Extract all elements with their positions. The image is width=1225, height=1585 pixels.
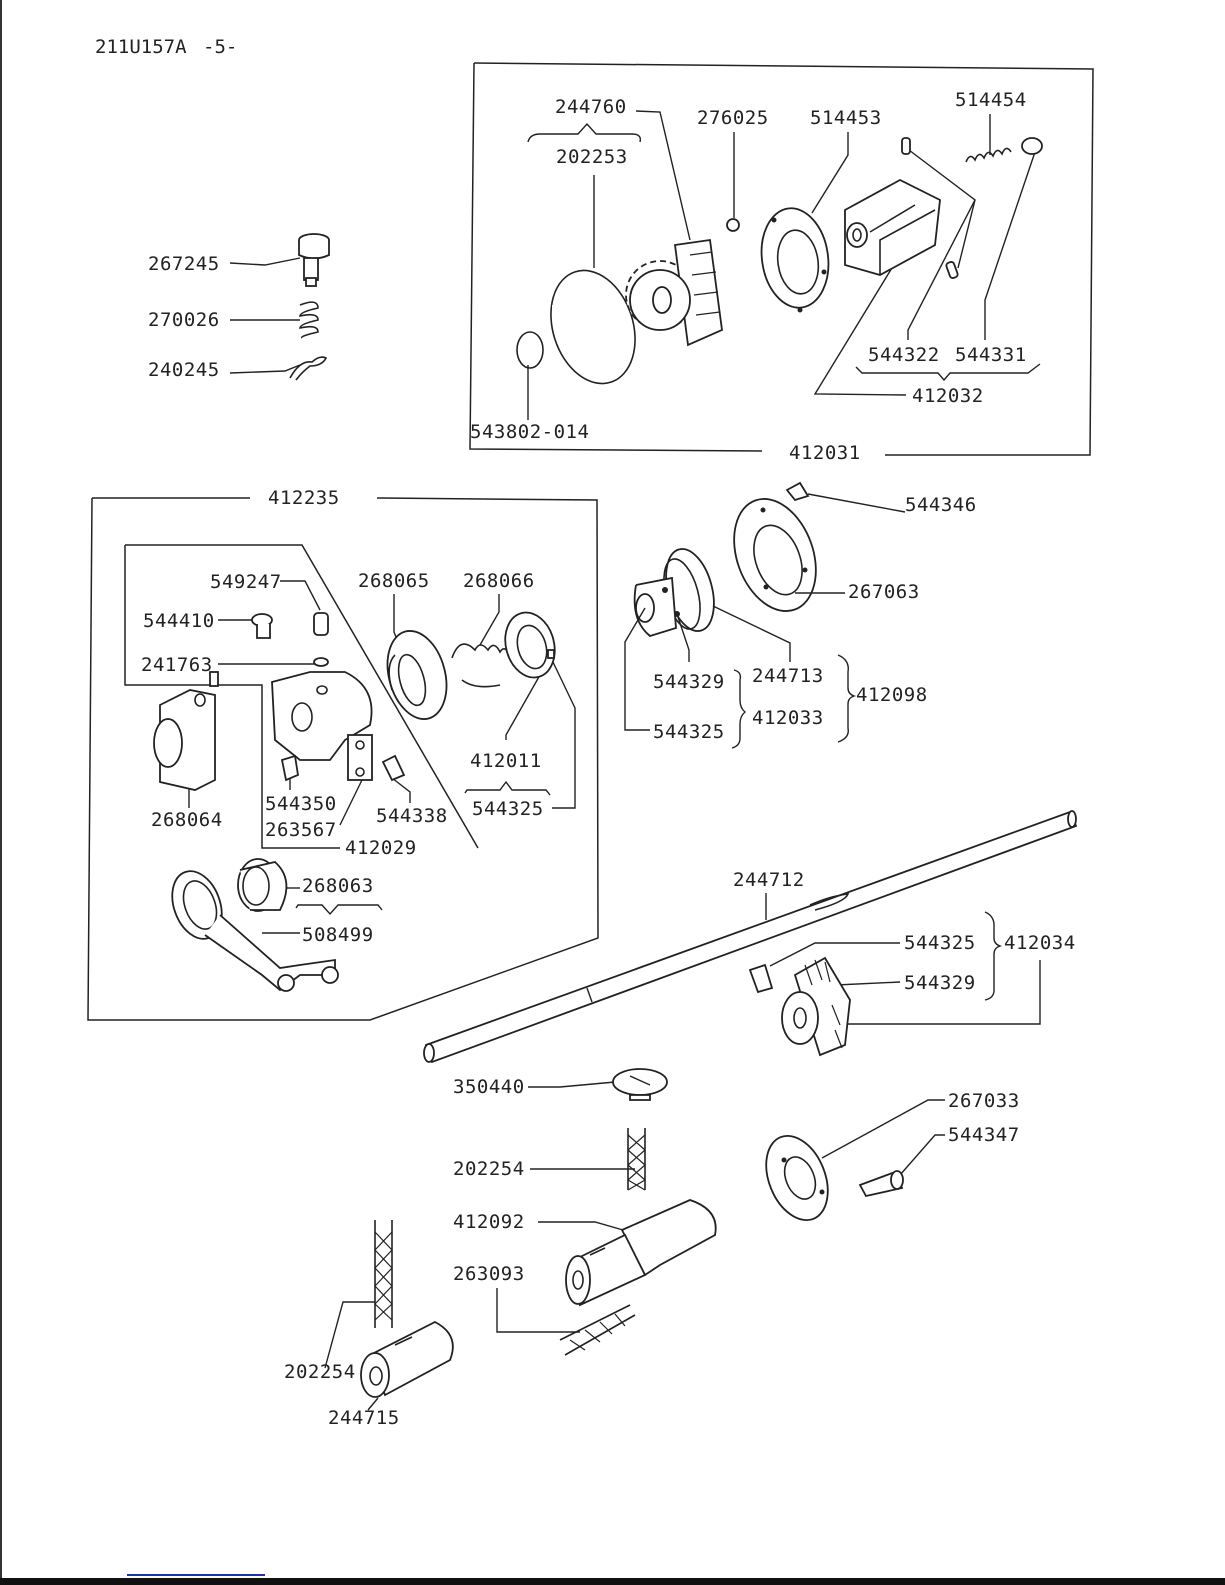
part-label-240245[interactable]: 240245 (148, 359, 220, 381)
part-label-202253[interactable]: 202253 (556, 146, 628, 168)
page-number: -5- (203, 36, 237, 58)
part-label-412092[interactable]: 412092 (453, 1211, 525, 1233)
wick-202254-a-icon (627, 1128, 646, 1191)
eccentric-cam-icon (271, 671, 373, 781)
part-label-514454[interactable]: 514454 (955, 89, 1027, 111)
part-label-244712[interactable]: 244712 (733, 869, 805, 891)
flange-267033-icon (765, 1134, 829, 1222)
part-label-268063[interactable]: 268063 (302, 875, 374, 897)
set-screw-icon (901, 137, 911, 155)
part-label-544347[interactable]: 544347 (948, 1124, 1020, 1146)
wick-263093-icon (559, 1304, 636, 1356)
gear-part-icon (625, 238, 723, 347)
pin-icon (945, 261, 959, 279)
screw-544346-icon (785, 481, 810, 502)
part-label-549247[interactable]: 549247 (210, 571, 282, 593)
assembly-label-412031[interactable]: 412031 (789, 442, 861, 464)
needle-bearing-268063-icon (237, 858, 288, 912)
bushing-412092-icon (565, 1199, 717, 1307)
part-label-350440[interactable]: 350440 (453, 1076, 525, 1098)
part-label-267063[interactable]: 267063 (848, 581, 920, 603)
part-label-202254-b[interactable]: 202254 (284, 1361, 356, 1383)
part-label-514453[interactable]: 514453 (810, 107, 882, 129)
flange-267063-icon (733, 498, 817, 612)
shaft-group: 244712 544325 544329 412034 (423, 810, 1078, 1064)
part-label-412034[interactable]: 412034 (1004, 932, 1076, 954)
screw-544410-icon (251, 613, 273, 639)
part-label-267245[interactable]: 267245 (148, 253, 220, 275)
part-label-544350[interactable]: 544350 (265, 793, 337, 815)
part-label-543802-014[interactable]: 543802-014 (470, 421, 589, 443)
part-label-412029[interactable]: 412029 (345, 837, 417, 859)
part-label-544338[interactable]: 544338 (376, 805, 448, 827)
part-label-544325-group[interactable]: 544325 (653, 721, 725, 743)
set-screw-549247-icon (313, 612, 329, 636)
document-id: 211U157A (95, 36, 187, 58)
screw-544347-icon (858, 1170, 904, 1198)
page-edge (0, 0, 2, 1585)
bushing-244715-icon (360, 1320, 454, 1398)
part-label-544325-shaft[interactable]: 544325 (904, 932, 976, 954)
part-label-268066[interactable]: 268066 (463, 570, 535, 592)
set-screw-icon-2 (1021, 137, 1043, 155)
part-label-544322[interactable]: 544322 (868, 344, 940, 366)
top-left-parts-group: 267245 270026 240245 (148, 233, 330, 381)
assembly-box-412235: 412235 549247 544410 241763 268065 26806… (87, 487, 599, 1021)
screw-544338-icon (381, 754, 406, 782)
assembly-label-412098[interactable]: 412098 (856, 684, 928, 706)
assembly-group-412098: 544346 267063 544329 544325 244713 (624, 481, 977, 749)
main-shaft-244712-icon (423, 810, 1078, 1064)
ball-part-icon (726, 218, 740, 232)
housing-part-icon (153, 671, 219, 791)
cam-plate-268065-icon (386, 630, 448, 720)
screw-544325-shaft-icon (748, 963, 774, 994)
part-label-412011[interactable]: 412011 (470, 750, 542, 772)
part-label-412032[interactable]: 412032 (912, 385, 984, 407)
part-label-544329-shaft[interactable]: 544329 (904, 972, 976, 994)
block-part-icon (844, 178, 941, 276)
pin-part-icon (298, 233, 330, 287)
bevel-gear-412034-icon (781, 956, 851, 1057)
part-label-244713[interactable]: 244713 (752, 665, 824, 687)
wick-202254-b-icon (374, 1220, 393, 1328)
part-label-544329-group[interactable]: 544329 (653, 671, 725, 693)
collar-412011-icon (504, 611, 556, 679)
part-label-276025[interactable]: 276025 (697, 107, 769, 129)
part-label-202254-a[interactable]: 202254 (453, 1158, 525, 1180)
screw-544350-icon (280, 754, 299, 782)
assembly-box-412031: 412031 244760 202253 276025 514453 51445… (469, 62, 1094, 464)
flange-plate-icon (760, 207, 830, 313)
assembly-label-412235[interactable]: 412235 (268, 487, 340, 509)
large-ring-icon (550, 269, 636, 385)
part-label-544410[interactable]: 544410 (143, 610, 215, 632)
part-label-241763[interactable]: 241763 (141, 654, 213, 676)
part-label-244760[interactable]: 244760 (555, 96, 627, 118)
part-label-263093[interactable]: 263093 (453, 1263, 525, 1285)
part-label-508499[interactable]: 508499 (302, 924, 374, 946)
key-241763-icon (313, 657, 329, 667)
connecting-rod-508499-icon (171, 870, 339, 992)
part-label-268064[interactable]: 268064 (151, 809, 223, 831)
oil-cap-350440-icon (612, 1068, 668, 1101)
part-label-544346[interactable]: 544346 (905, 494, 977, 516)
spring-268066-icon (451, 643, 511, 688)
part-label-544331[interactable]: 544331 (955, 344, 1027, 366)
accent-underline (127, 1574, 265, 1576)
part-label-270026[interactable]: 270026 (148, 309, 220, 331)
part-label-268065[interactable]: 268065 (358, 570, 430, 592)
page-bottom-border (0, 1578, 1225, 1585)
snap-ring-icon (516, 331, 544, 369)
part-label-544325-box[interactable]: 544325 (472, 798, 544, 820)
bottom-group: 350440 202254 412092 263093 267033 (284, 1068, 1020, 1429)
part-label-244715[interactable]: 244715 (328, 1407, 400, 1429)
part-label-267033[interactable]: 267033 (948, 1090, 1020, 1112)
spring-small-icon (965, 147, 1012, 163)
part-label-412033[interactable]: 412033 (752, 707, 824, 729)
pulley-244713-icon (633, 548, 715, 638)
spring-part-icon (299, 301, 319, 339)
clip-part-icon (289, 356, 328, 381)
part-label-263567[interactable]: 263567 (265, 819, 337, 841)
